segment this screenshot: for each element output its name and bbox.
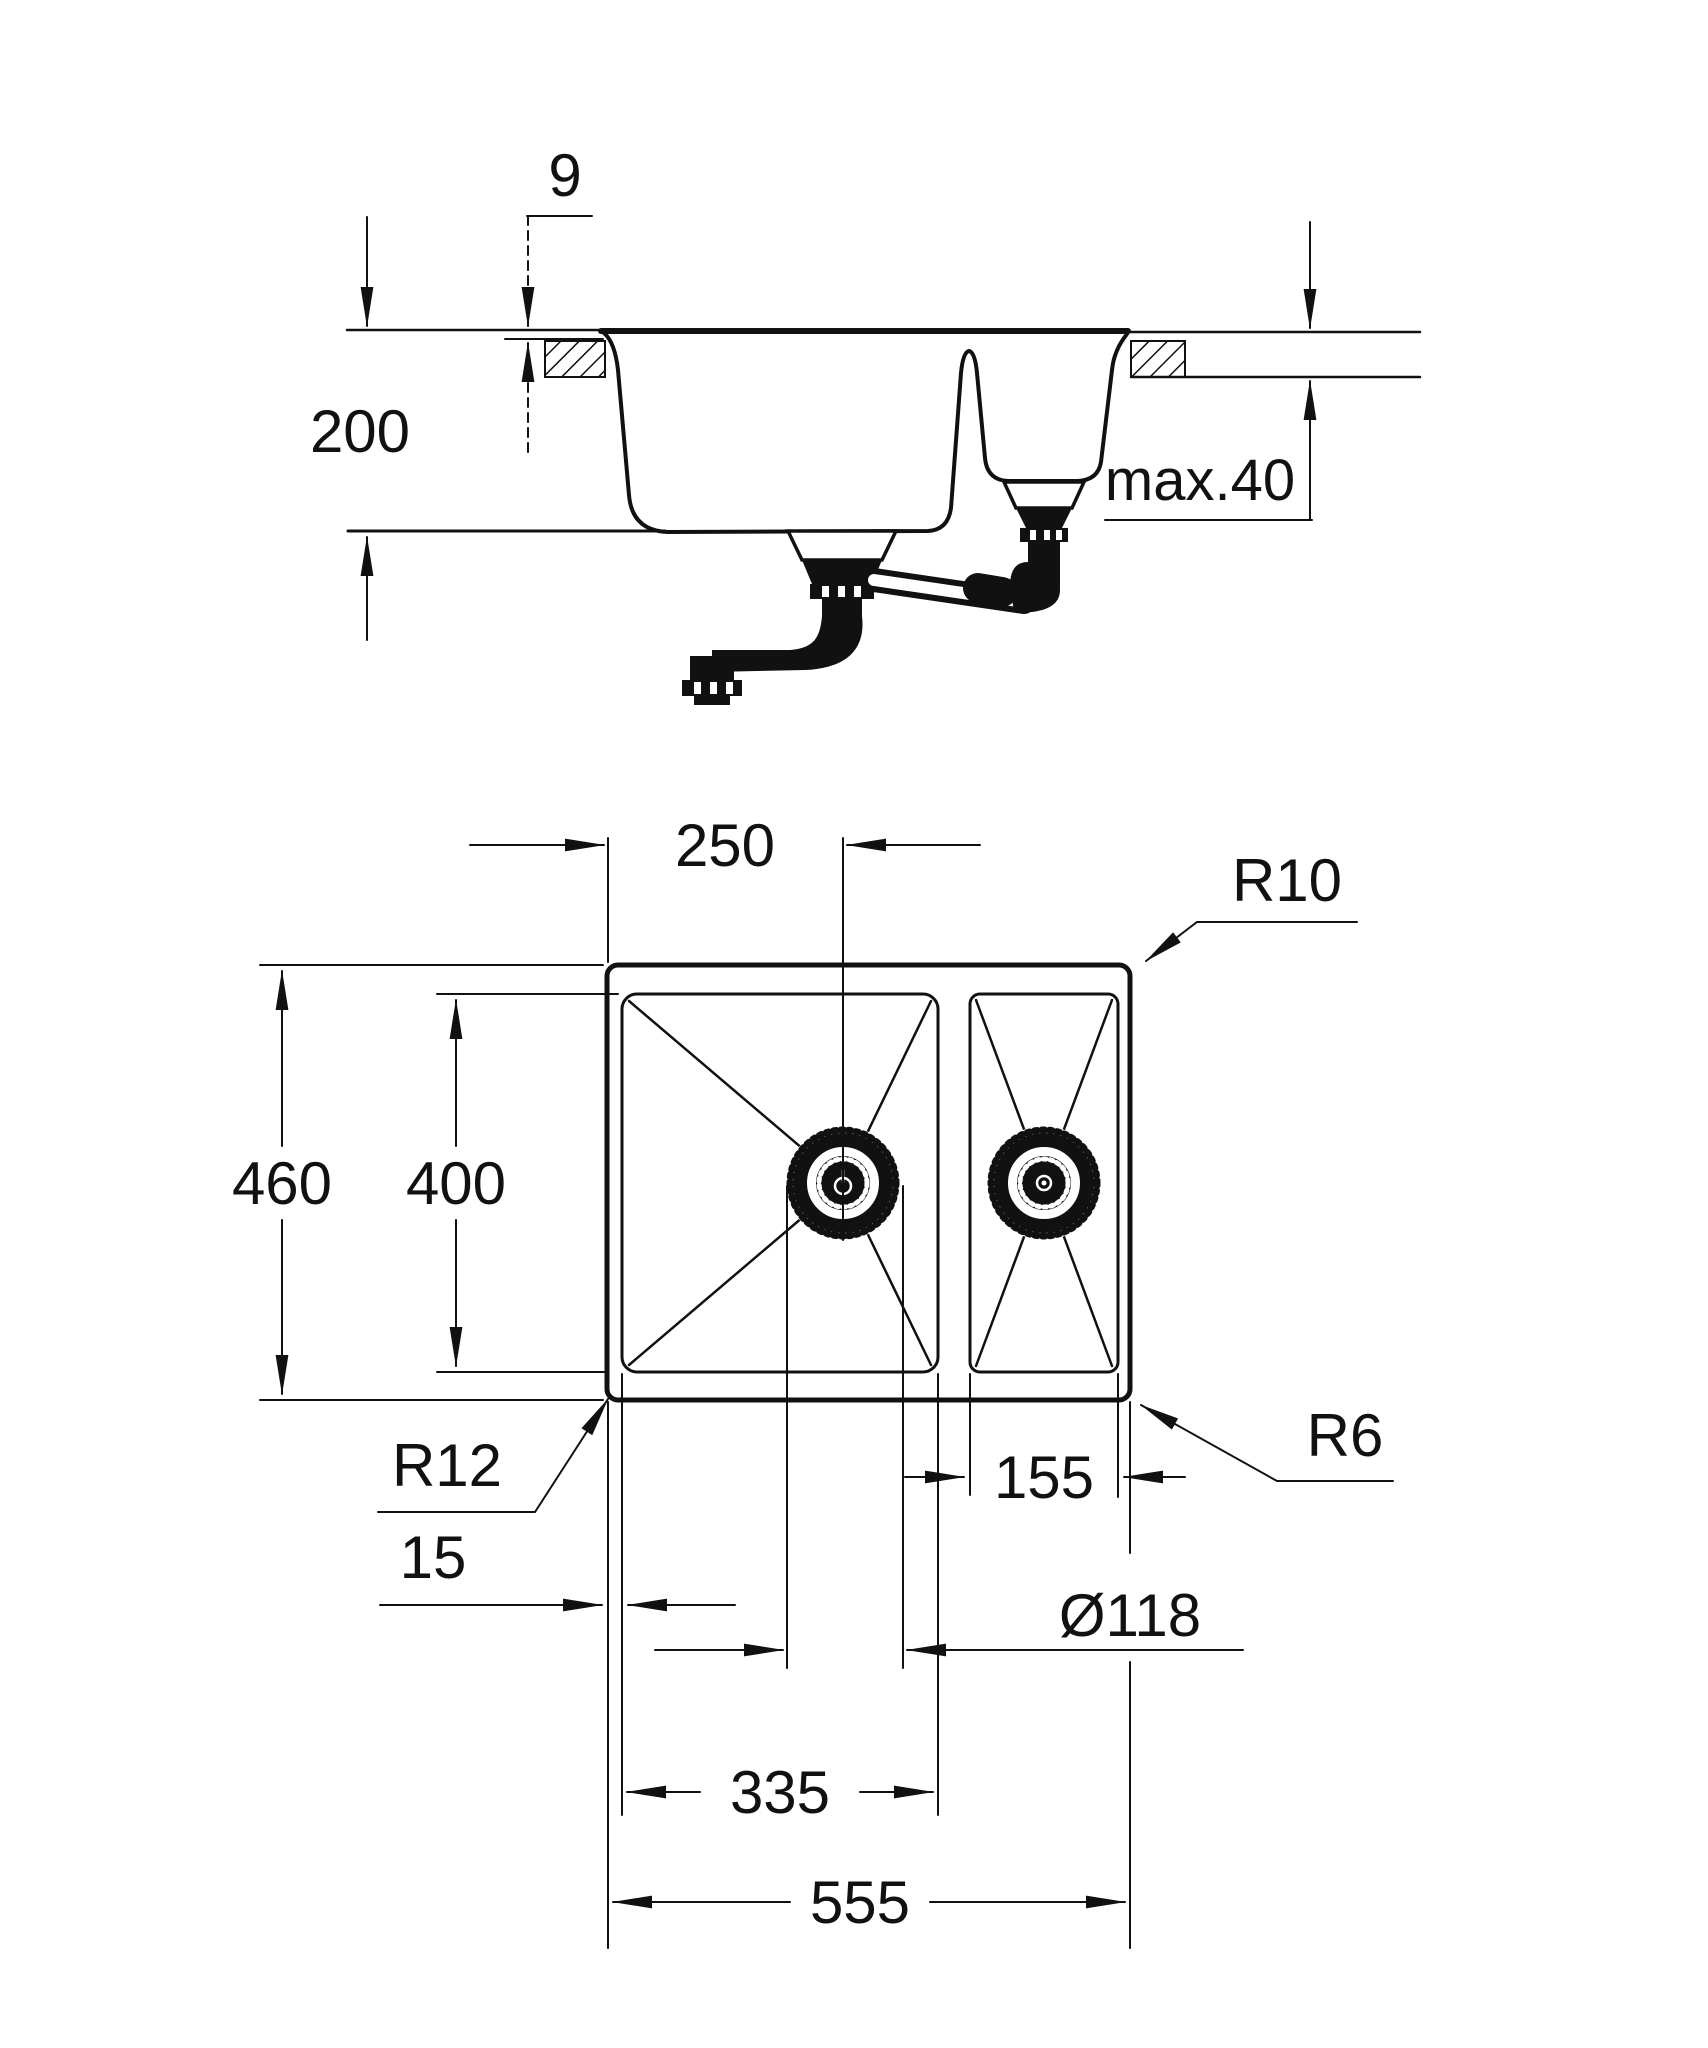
outer-width-label: 555 (810, 1869, 910, 1936)
bowl-depth-label: 200 (310, 398, 410, 465)
main-bowl-outline (620, 992, 940, 1374)
leader-r6 (1140, 1404, 1394, 1482)
main-bowl-width-label: 335 (730, 1759, 830, 1826)
leader-r10 (1145, 921, 1358, 962)
counter-hatch-left (544, 340, 606, 378)
corner-radius-bowl-label: R12 (392, 1432, 502, 1499)
drain-offset-label: 250 (675, 812, 775, 879)
counter-thickness-label: max.40 (1105, 448, 1295, 513)
outer-depth-label: 460 (232, 1150, 332, 1217)
small-drain-assembly (862, 480, 1087, 614)
dim-max40 (1104, 221, 1317, 521)
leader-r12 (377, 1398, 609, 1513)
dim-9 (521, 215, 593, 453)
rim-width-label: 15 (400, 1524, 467, 1591)
drain-diameter-label: Ø118 (1059, 1582, 1201, 1649)
dim-555 (612, 1401, 1131, 1949)
dim-400 (436, 993, 619, 1373)
small-bowl-outline (968, 992, 1120, 1374)
dim-460 (259, 964, 604, 1401)
section-view (345, 215, 1422, 705)
dim-335 (626, 1373, 939, 1816)
bowl-inner-depth-label: 400 (406, 1150, 506, 1217)
sink-outline (604, 962, 1133, 1403)
rim-height-label: 9 (548, 142, 581, 209)
main-drain-assembly (682, 529, 899, 705)
dim-dia118 (654, 1185, 1244, 1669)
corner-radius-bottom-right-label: R6 (1307, 1402, 1384, 1469)
counter-hatch-right (1130, 340, 1186, 378)
dim-15 (379, 1373, 736, 1949)
dim-250 (469, 837, 981, 1241)
plan-view (259, 837, 1394, 1949)
small-drain-icon (987, 1126, 1101, 1240)
dim-155 (904, 1373, 1186, 1498)
corner-radius-top-right-label: R10 (1232, 847, 1342, 914)
sink-section-profile (602, 331, 1129, 535)
small-bowl-width-label: 155 (994, 1444, 1094, 1511)
